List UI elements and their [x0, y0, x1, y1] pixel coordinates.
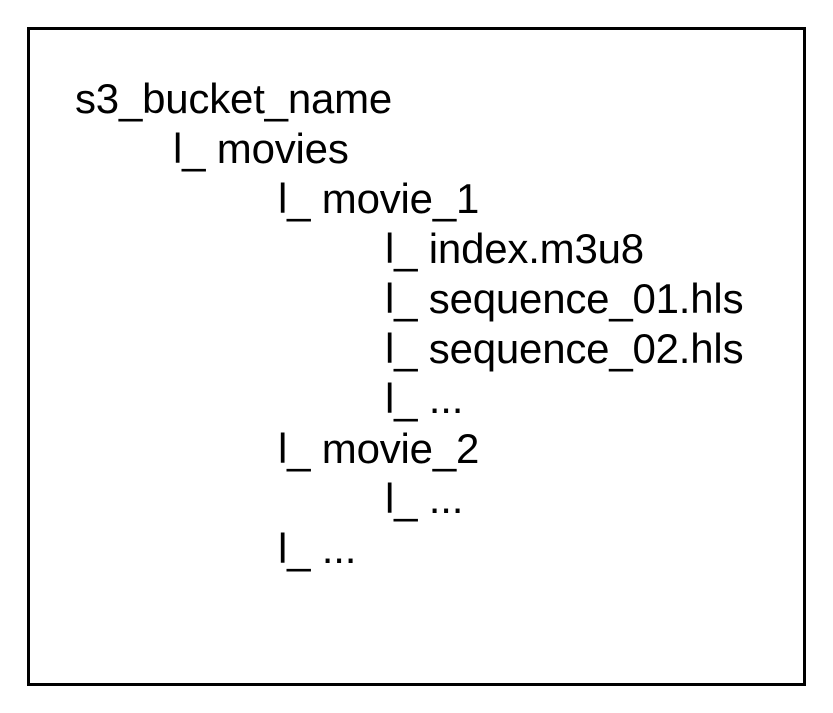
tree-branch-icon: l_	[278, 425, 311, 472]
tree-branch-spacer	[417, 325, 428, 372]
tree-line-movies-more-ellipsis: l_ ...	[75, 524, 797, 574]
tree-line-movie-2-more-ellipsis: l_ ...	[75, 474, 797, 524]
tree-branch-icon: l_	[385, 475, 418, 522]
tree-branch-icon: l_	[278, 175, 311, 222]
tree-node-label: sequence_01.hls	[428, 275, 744, 322]
tree-line-movie-2-folder: l_ movie_2	[75, 424, 797, 474]
tree-line-movie-1-folder: l_ movie_1	[75, 174, 797, 224]
tree-node-label: ...	[428, 375, 464, 422]
tree-branch-icon: l_	[385, 325, 418, 372]
tree-node-label: ...	[321, 525, 357, 572]
tree-branch-spacer	[310, 175, 321, 222]
tree-node-label: ...	[428, 475, 464, 522]
tree-branch-spacer	[310, 425, 321, 472]
tree-node-label: movies	[216, 125, 349, 172]
tree-branch-spacer	[310, 525, 321, 572]
tree-line-movies-folder: l_ movies	[75, 124, 797, 174]
tree-branch-spacer	[417, 375, 428, 422]
tree-node-label: index.m3u8	[428, 225, 644, 272]
tree-branch-spacer	[417, 225, 428, 272]
tree-branch-spacer	[417, 275, 428, 322]
tree-line-sequence-01-hls-file: l_ sequence_01.hls	[75, 274, 797, 324]
tree-branch-icon: l_	[385, 375, 418, 422]
tree-line-movie-1-more-ellipsis: l_ ...	[75, 374, 797, 424]
tree-branch-spacer	[205, 125, 216, 172]
tree-branch-icon: l_	[278, 525, 311, 572]
tree-node-label: sequence_02.hls	[428, 325, 744, 372]
tree-branch-icon: l_	[385, 275, 418, 322]
tree-node-label: s3_bucket_name	[75, 75, 393, 122]
tree-line-sequence-02-hls-file: l_ sequence_02.hls	[75, 324, 797, 374]
tree-line-root-bucket: s3_bucket_name	[75, 74, 797, 124]
tree-branch-icon: l_	[385, 225, 418, 272]
tree-node-label: movie_2	[321, 425, 480, 472]
tree-node-label: movie_1	[321, 175, 480, 222]
tree-branch-icon: l_	[173, 125, 206, 172]
tree-branch-spacer	[417, 475, 428, 522]
tree-line-index-m3u8-file: l_ index.m3u8	[75, 224, 797, 274]
